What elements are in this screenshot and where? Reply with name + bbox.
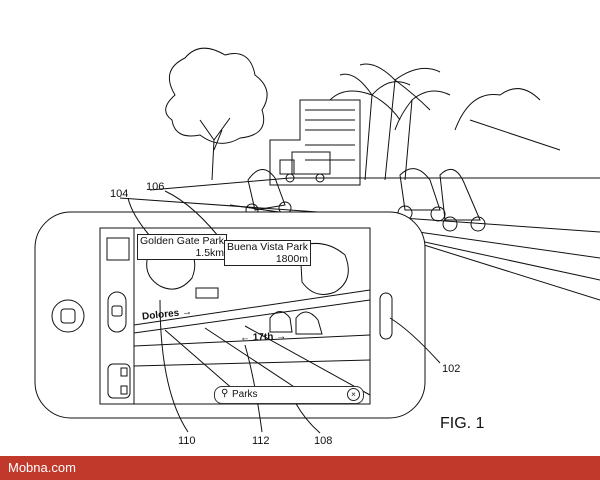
ref-102: 102	[442, 363, 460, 375]
poi-distance: 1800m	[275, 253, 308, 265]
poi-callout-golden-gate[interactable]: Golden Gate Park 1.5km	[137, 234, 228, 260]
poi-name: Buena Vista Park	[227, 241, 308, 253]
screen-scene	[133, 227, 371, 405]
search-bar[interactable]: ⚲ Parks ×	[214, 386, 364, 404]
ref-110: 110	[178, 435, 196, 447]
poi-distance: 1.5km	[195, 247, 225, 259]
phone-body	[34, 211, 426, 419]
poi-name: Golden Gate Park	[140, 235, 225, 247]
ref-104: 104	[110, 188, 128, 200]
search-icon: ⚲	[221, 388, 229, 399]
street-label-17th: ← 17th →	[239, 331, 287, 344]
figure-caption: FIG. 1	[440, 415, 485, 432]
poi-callout-buena-vista[interactable]: Buena Vista Park 1800m	[224, 240, 311, 266]
clear-icon[interactable]: ×	[347, 388, 360, 401]
watermark-text: Mobna.com	[8, 460, 76, 475]
search-text: Parks	[232, 389, 258, 400]
leader-lines	[127, 190, 441, 434]
ref-112: 112	[252, 435, 270, 447]
footer-bar: Mobna.com	[0, 456, 600, 480]
ref-106: 106	[146, 181, 164, 193]
ref-108: 108	[314, 435, 332, 447]
camera-controls	[106, 237, 131, 399]
